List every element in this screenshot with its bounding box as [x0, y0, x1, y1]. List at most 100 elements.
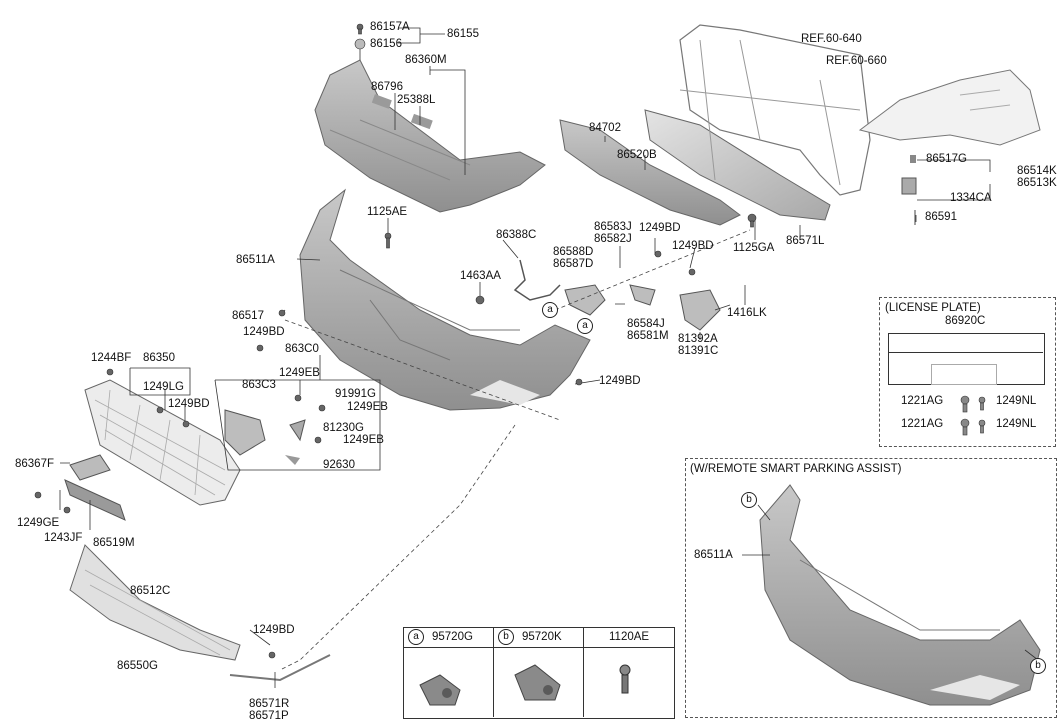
under-cover-86360M	[314, 59, 546, 213]
radiator-frame	[679, 24, 871, 196]
label-86388C: 86388C	[496, 229, 537, 241]
label-863C3: 863C3	[242, 379, 276, 391]
wiring-86388C	[513, 259, 561, 301]
rspa-box	[685, 458, 1057, 718]
absorber-86520B	[559, 119, 741, 226]
label-86513K: 86513K	[1017, 177, 1057, 189]
lower-grille-86550G	[69, 544, 241, 661]
label-1125AE: 1125AE	[367, 206, 408, 218]
license-box-title: (LICENSE PLATE)	[885, 302, 981, 314]
label-81391C: 81391C	[678, 345, 719, 357]
label-1243JF: 1243JF	[44, 532, 83, 544]
sensor-95720G-icon	[419, 674, 461, 706]
legend-row-divider	[403, 647, 674, 648]
beam-86571L	[644, 109, 831, 221]
rspa-part-86511A: 86511A	[694, 549, 733, 561]
label-1249BD-a: 1249BD	[639, 222, 681, 234]
fender	[858, 69, 1041, 146]
label-86156: 86156	[370, 38, 402, 50]
label-25388L: 25388L	[397, 94, 436, 106]
label-1463AA: 1463AA	[460, 270, 501, 282]
label-1249GE: 1249GE	[17, 517, 60, 529]
label-1244BF: 1244BF	[91, 352, 132, 364]
label-91991G: 91991G	[335, 388, 376, 400]
label-86517: 86517	[232, 310, 264, 322]
label-86519M: 86519M	[93, 537, 135, 549]
license-plate-divider	[888, 352, 1043, 353]
label-86796: 86796	[371, 81, 403, 93]
label-86584J: 86584J	[627, 318, 665, 330]
license-box-part: 86920C	[945, 315, 986, 327]
license-row1-left: 1221AG	[901, 395, 944, 407]
label-1249BD-d: 1249BD	[168, 398, 210, 410]
label-1249BD-c: 1249BD	[243, 326, 285, 338]
grille-86350	[84, 379, 241, 506]
label-86582J: 86582J	[594, 233, 632, 245]
label-86571P: 86571P	[249, 710, 289, 722]
legend-part-95720G: 95720G	[432, 631, 473, 643]
label-86581M: 86581M	[627, 330, 669, 342]
legend-marker-b: b	[498, 629, 514, 645]
label-86157A: 86157A	[370, 21, 410, 33]
grille-small-81230G	[289, 419, 306, 442]
license-plate-box	[879, 297, 1056, 447]
marker-a-right: a	[577, 318, 593, 334]
label-86550G: 86550G	[117, 660, 158, 672]
sensor-bracket-863C3	[224, 409, 266, 456]
label-86155: 86155	[447, 28, 479, 40]
legend-table	[403, 627, 675, 719]
label-86511A: 86511A	[236, 254, 275, 266]
legend-col-divider-2	[583, 627, 584, 717]
label-86520B: 86520B	[617, 149, 657, 161]
label-92630: 92630	[323, 459, 355, 471]
bracket-86584J	[629, 284, 656, 306]
label-81230G: 81230G	[323, 422, 364, 434]
label-84702: 84702	[589, 122, 621, 134]
rspa-marker-b-bottom: b	[1030, 658, 1046, 674]
clip-92630	[285, 455, 300, 465]
rspa-bumper-86511A	[759, 484, 1041, 706]
label-86583J: 86583J	[594, 221, 632, 233]
label-1125GA: 1125GA	[733, 242, 775, 254]
label-1249BD-f: 1249BD	[253, 624, 295, 636]
label-ref-60-660: REF.60-660	[826, 55, 887, 67]
license-row2-left: 1221AG	[901, 418, 944, 430]
pad-25388L	[410, 113, 433, 130]
legend-col-divider-1	[493, 627, 494, 717]
label-1249EB-c: 1249EB	[343, 434, 384, 446]
label-863C0: 863C0	[285, 343, 319, 355]
bracket-81392A	[679, 289, 721, 331]
label-ref-60-640: REF.60-640	[801, 33, 862, 45]
label-1249BD-e: 1249BD	[599, 375, 641, 387]
label-86588D: 86588D	[553, 246, 594, 258]
bracket-86588D	[564, 284, 606, 316]
plate-bracket-86519M	[64, 479, 126, 521]
label-1249BD-b: 1249BD	[672, 240, 714, 252]
label-86512C: 86512C	[130, 585, 171, 597]
label-86571R: 86571R	[249, 698, 290, 710]
legend-part-1120AE: 1120AE	[609, 631, 650, 643]
legend-marker-a: a	[408, 629, 424, 645]
rspa-box-title: (W/REMOTE SMART PARKING ASSIST)	[690, 463, 902, 475]
label-86571L: 86571L	[786, 235, 825, 247]
rspa-marker-b-top: b	[741, 492, 757, 508]
bracket-86514K	[901, 177, 917, 195]
label-1416LK: 1416LK	[727, 307, 767, 319]
label-81392A: 81392A	[678, 333, 718, 345]
license-plate-inner	[931, 364, 997, 385]
label-86591: 86591	[925, 211, 957, 223]
label-86514K: 86514K	[1017, 165, 1057, 177]
license-row2-right: 1249NL	[996, 418, 1037, 430]
label-86367F: 86367F	[15, 458, 55, 470]
bumper-cover-86511A	[299, 188, 591, 411]
pad-86796	[371, 94, 392, 109]
label-1249EB-a: 1249EB	[279, 367, 320, 379]
marker-a-left: a	[542, 302, 558, 318]
legend-part-95720K: 95720K	[522, 631, 562, 643]
label-86350: 86350	[143, 352, 175, 364]
lower-strip-86571R	[229, 654, 331, 682]
label-86360M: 86360M	[405, 54, 447, 66]
label-1249EB-b: 1249EB	[347, 401, 388, 413]
label-86517G: 86517G	[926, 153, 967, 165]
